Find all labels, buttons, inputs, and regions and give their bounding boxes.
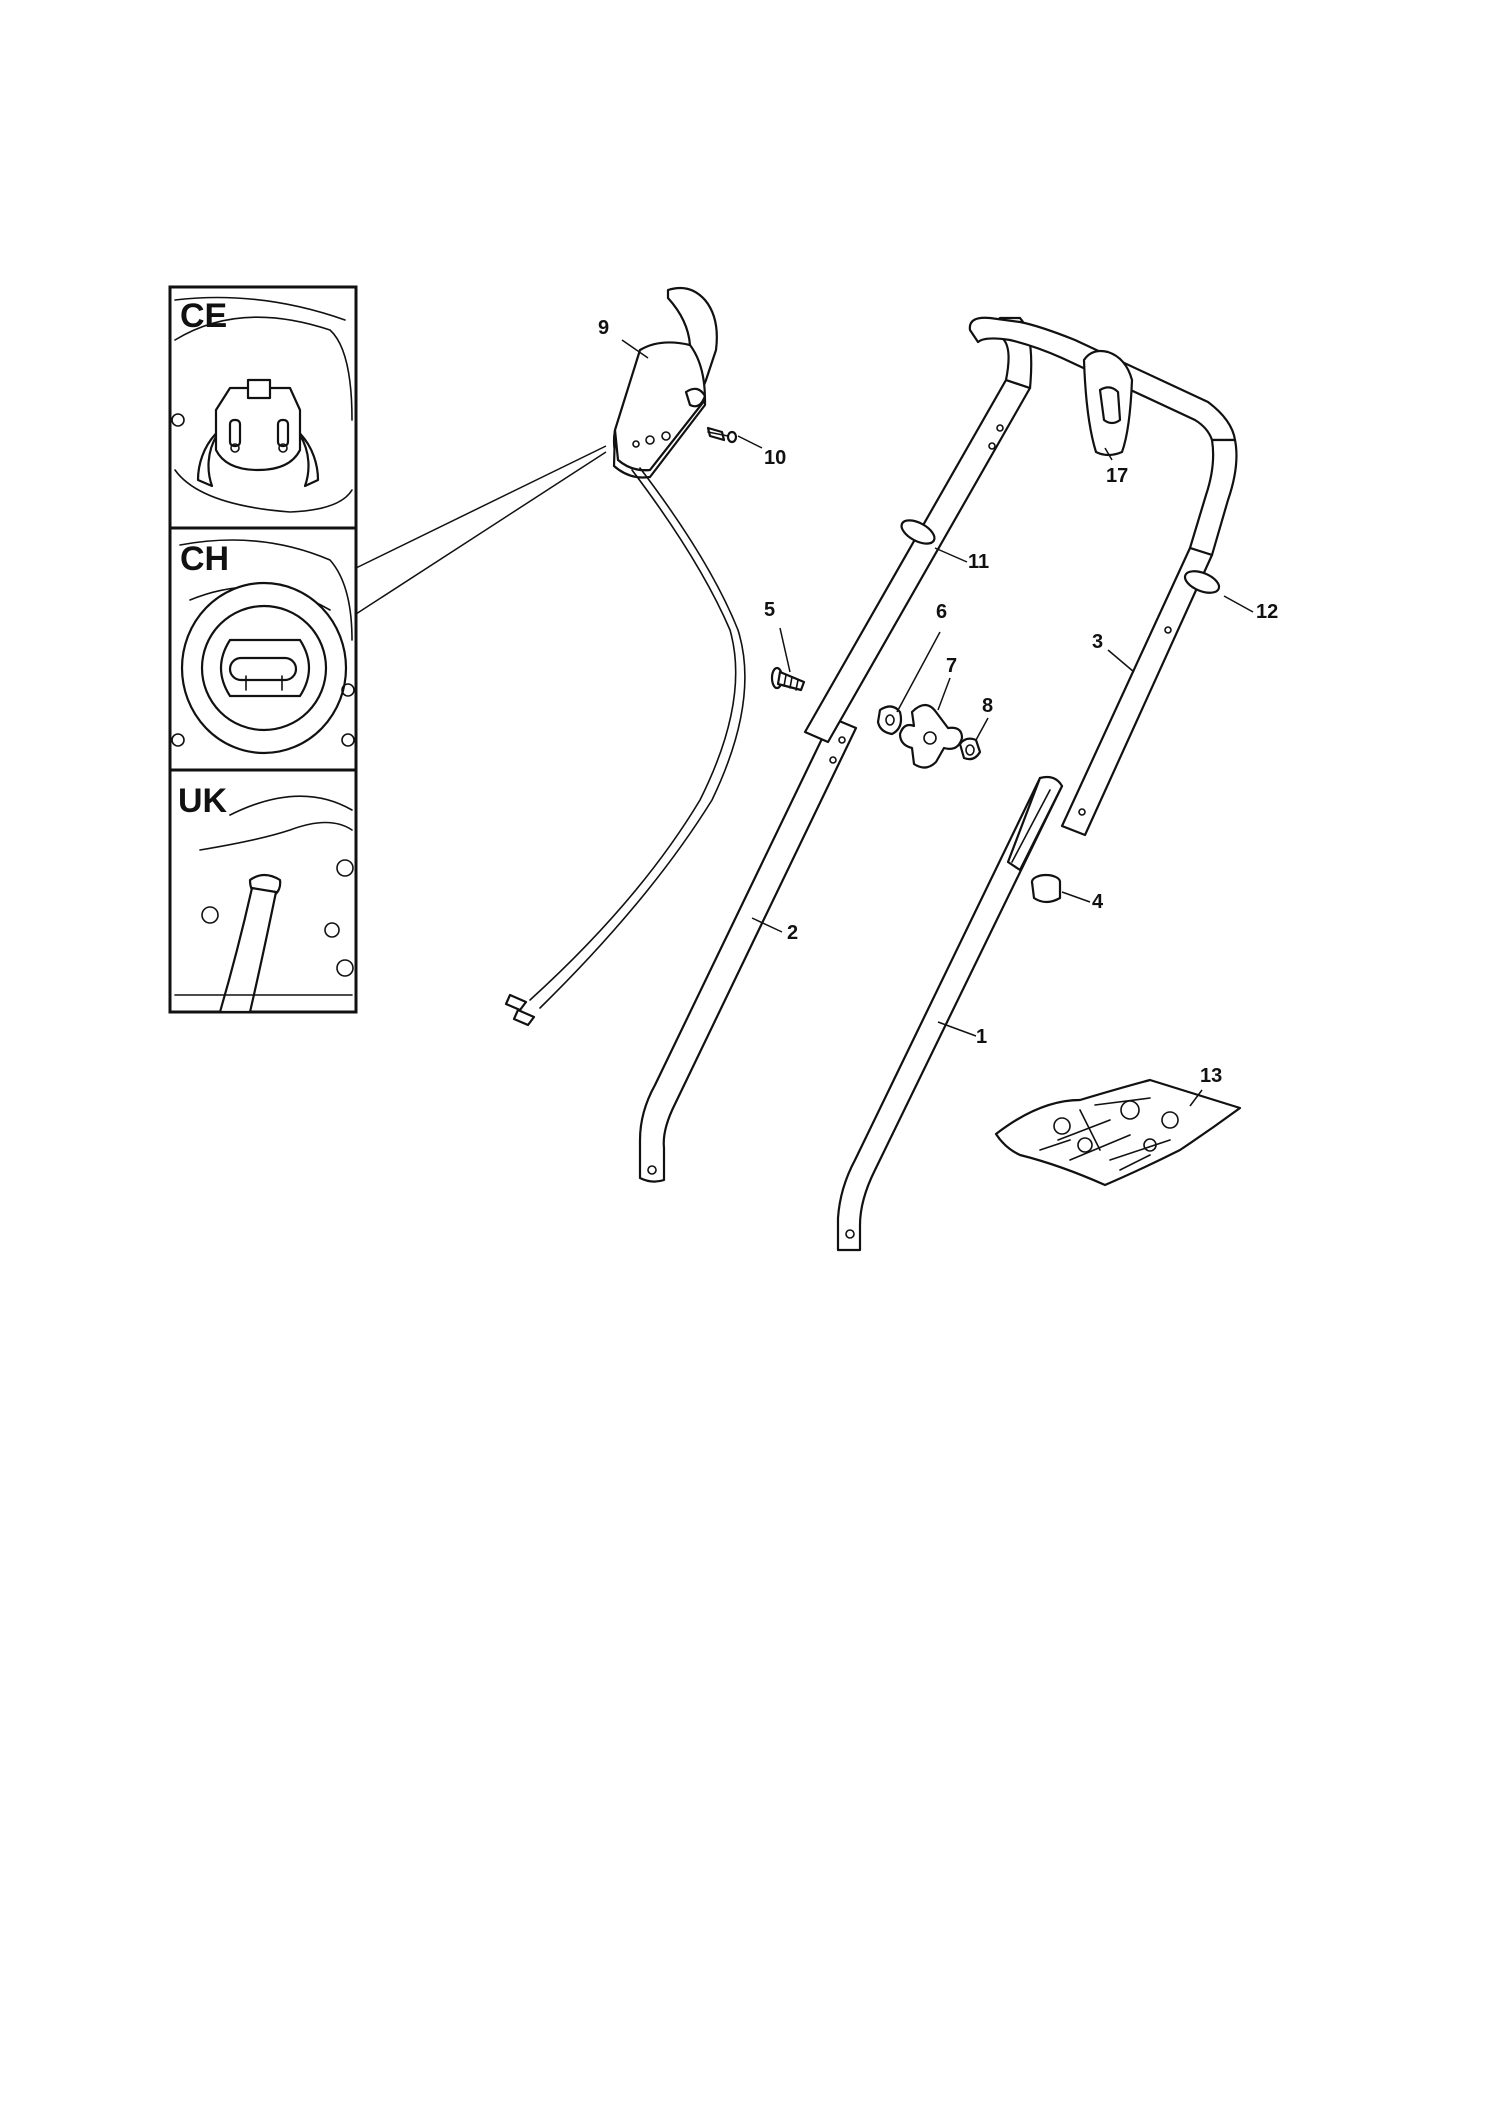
callout-9: 9 (598, 317, 609, 339)
inset-label-ce: CE (180, 297, 227, 335)
washer-6 (876, 705, 903, 736)
inset-projection-lines (355, 445, 607, 615)
lower-handle-left (638, 716, 858, 1183)
callout-7: 7 (946, 655, 957, 677)
callout-11: 11 (968, 551, 989, 573)
switch-box-assembly (504, 286, 746, 1027)
inset-label-ch: CH (180, 540, 229, 578)
ce-socket-illustration (171, 296, 353, 513)
callout-leaders (621, 339, 1254, 1107)
callout-1: 1 (976, 1026, 987, 1048)
switch-lever (666, 286, 718, 395)
collar-11 (900, 519, 936, 545)
inset-label-uk: UK (178, 782, 228, 820)
lower-handle-right (836, 775, 1064, 1252)
callout-3: 3 (1092, 631, 1103, 653)
uk-socket-illustration (174, 795, 354, 1014)
callout-5: 5 (764, 599, 775, 621)
collar-12 (1183, 570, 1221, 594)
bolt-5 (770, 666, 806, 692)
callout-12: 12 (1256, 601, 1278, 623)
cable-terminal (504, 993, 528, 1012)
hardware-bag-13 (994, 1078, 1242, 1187)
callout-2: 2 (787, 922, 798, 944)
upper-handle (803, 316, 1238, 837)
nut-8 (958, 737, 982, 761)
plug-4 (1030, 873, 1062, 904)
callout-6: 6 (936, 601, 947, 623)
callout-8: 8 (982, 695, 993, 717)
callout-labels: 1 2 3 4 5 6 7 8 9 10 11 12 13 17 (598, 317, 1278, 1087)
callout-10: 10 (764, 447, 786, 469)
ch-socket-illustration (171, 539, 355, 755)
cable-terminal (512, 1008, 536, 1027)
plug-variant-insets: CE CH UK (168, 285, 358, 1014)
callout-17: 17 (1106, 465, 1128, 487)
callout-4: 4 (1092, 891, 1104, 913)
callout-13: 13 (1200, 1065, 1222, 1087)
knob-7 (898, 703, 964, 769)
